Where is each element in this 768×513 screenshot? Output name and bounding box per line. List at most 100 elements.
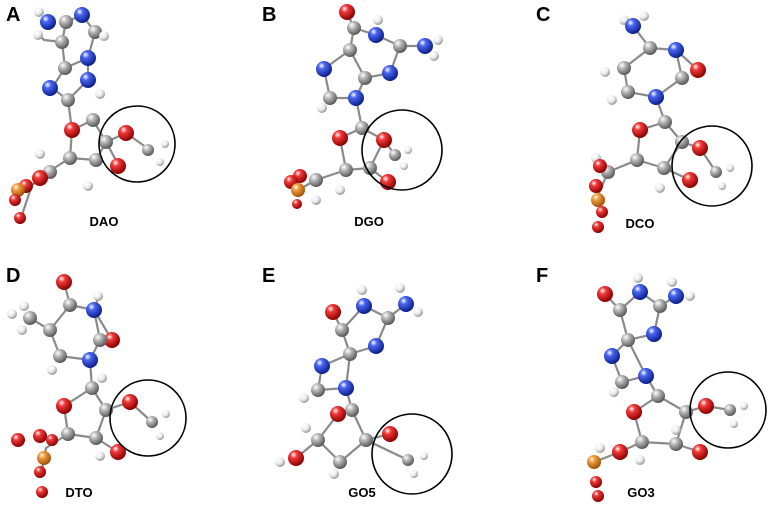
hydrogen-atom bbox=[311, 195, 321, 205]
molecule-dto bbox=[7, 274, 170, 498]
carbon-atom bbox=[335, 323, 349, 337]
carbon-atom bbox=[345, 403, 359, 417]
carbon-atom bbox=[59, 15, 73, 29]
panel-letter-b: B bbox=[262, 4, 276, 26]
hydrogen-atom bbox=[93, 291, 103, 301]
oxygen-atom bbox=[11, 433, 25, 447]
hydrogen-atom bbox=[433, 35, 443, 45]
hydrogen-atom bbox=[671, 425, 681, 435]
carbon-atom bbox=[43, 323, 57, 337]
hydrogen-atom bbox=[83, 181, 93, 191]
panel-a: A bbox=[6, 4, 176, 229]
carbon-atom bbox=[61, 427, 75, 441]
hydrogen-atom bbox=[718, 182, 726, 190]
hydrogen-atom bbox=[95, 89, 105, 99]
hydrogen-atom bbox=[33, 30, 43, 40]
nitrogen-atom bbox=[368, 27, 384, 43]
carbon-atom bbox=[355, 121, 369, 135]
carbon-atom bbox=[89, 153, 103, 167]
panel-e: E bbox=[262, 265, 453, 500]
hydrogen-atom bbox=[47, 365, 57, 375]
oxygen-atom bbox=[64, 122, 80, 138]
nitrogen-atom bbox=[80, 50, 96, 66]
carbon-atom bbox=[402, 454, 414, 466]
carbon-atom bbox=[61, 93, 75, 107]
nitrogen-atom bbox=[82, 352, 98, 368]
hydrogen-atom bbox=[667, 277, 677, 287]
nitrogen-atom bbox=[632, 284, 648, 300]
hydrogen-atom bbox=[404, 146, 412, 154]
carbon-atom bbox=[142, 144, 154, 156]
molecule-dco bbox=[589, 11, 734, 233]
oxygen-atom bbox=[596, 206, 608, 218]
hydrogen-atom bbox=[685, 291, 695, 301]
oxygen-atom bbox=[325, 304, 341, 320]
nitrogen-atom bbox=[40, 14, 56, 30]
label-dgo: DGO bbox=[354, 214, 384, 229]
oxygen-atom bbox=[56, 398, 72, 414]
hydrogen-atom bbox=[400, 162, 408, 170]
panel-letter-f: F bbox=[536, 265, 548, 287]
hydrogen-atom bbox=[410, 470, 418, 478]
oxygen-atom bbox=[46, 434, 58, 446]
molecule-go5 bbox=[275, 283, 428, 479]
nitrogen-atom bbox=[668, 288, 684, 304]
nitrogen-atom bbox=[648, 89, 664, 105]
label-dto: DTO bbox=[65, 485, 92, 500]
nitrogen-atom bbox=[356, 298, 372, 314]
hydrogen-atom bbox=[607, 95, 617, 105]
oxygen-atom bbox=[9, 194, 21, 206]
oxygen-atom bbox=[122, 394, 138, 410]
hydrogen-atom bbox=[329, 469, 339, 479]
carbon-atom bbox=[675, 135, 689, 149]
carbon-atom bbox=[88, 25, 102, 39]
hydrogen-atom bbox=[156, 158, 164, 166]
oxygen-atom bbox=[692, 140, 708, 156]
hydrogen-atom bbox=[19, 301, 29, 311]
oxygen-atom bbox=[36, 486, 48, 498]
carbon-atom bbox=[311, 383, 325, 397]
oxygen-atom bbox=[692, 444, 708, 460]
carbon-atom bbox=[333, 455, 347, 469]
oxygen-atom bbox=[682, 172, 698, 188]
phosphorus-atom bbox=[11, 183, 25, 197]
carbon-atom bbox=[58, 61, 72, 75]
carbon-atom bbox=[669, 437, 683, 451]
carbon-atom bbox=[23, 311, 37, 325]
oxygen-atom bbox=[110, 444, 126, 460]
carbon-atom bbox=[613, 303, 627, 317]
label-dco: DCO bbox=[626, 216, 655, 231]
hydrogen-atom bbox=[655, 183, 665, 193]
panel-letter-c: C bbox=[536, 4, 550, 26]
hydrogen-atom bbox=[595, 443, 605, 453]
oxygen-atom bbox=[110, 158, 126, 174]
oxygen-atom bbox=[292, 199, 302, 209]
hydrogen-atom bbox=[373, 15, 383, 25]
panel-c: C bbox=[536, 4, 753, 233]
oxygen-atom bbox=[332, 130, 348, 146]
carbon-atom bbox=[393, 39, 407, 53]
hydrogen-atom bbox=[99, 31, 109, 41]
nitrogen-atom bbox=[86, 302, 102, 318]
phosphorus-atom bbox=[587, 455, 601, 469]
carbon-atom bbox=[657, 161, 671, 175]
hydrogen-atom bbox=[726, 164, 734, 172]
carbon-atom bbox=[347, 21, 361, 35]
oxygen-atom bbox=[589, 179, 603, 193]
carbon-atom bbox=[323, 91, 337, 105]
hydrogen-atom bbox=[740, 402, 748, 410]
carbon-atom bbox=[617, 61, 631, 75]
oxygen-atom bbox=[56, 274, 72, 290]
nitrogen-atom bbox=[314, 358, 330, 374]
nitrogen-atom bbox=[625, 18, 641, 34]
nitrogen-atom bbox=[316, 61, 332, 77]
phosphorus-atom bbox=[291, 183, 305, 197]
nitrogen-atom bbox=[348, 90, 364, 106]
molecule-dao bbox=[9, 7, 169, 224]
highlight-circle-e bbox=[371, 413, 453, 495]
carbon-atom bbox=[63, 151, 77, 165]
panel-f: F bbox=[536, 265, 767, 502]
hydrogen-atom bbox=[162, 410, 170, 418]
carbon-atom bbox=[658, 115, 672, 129]
